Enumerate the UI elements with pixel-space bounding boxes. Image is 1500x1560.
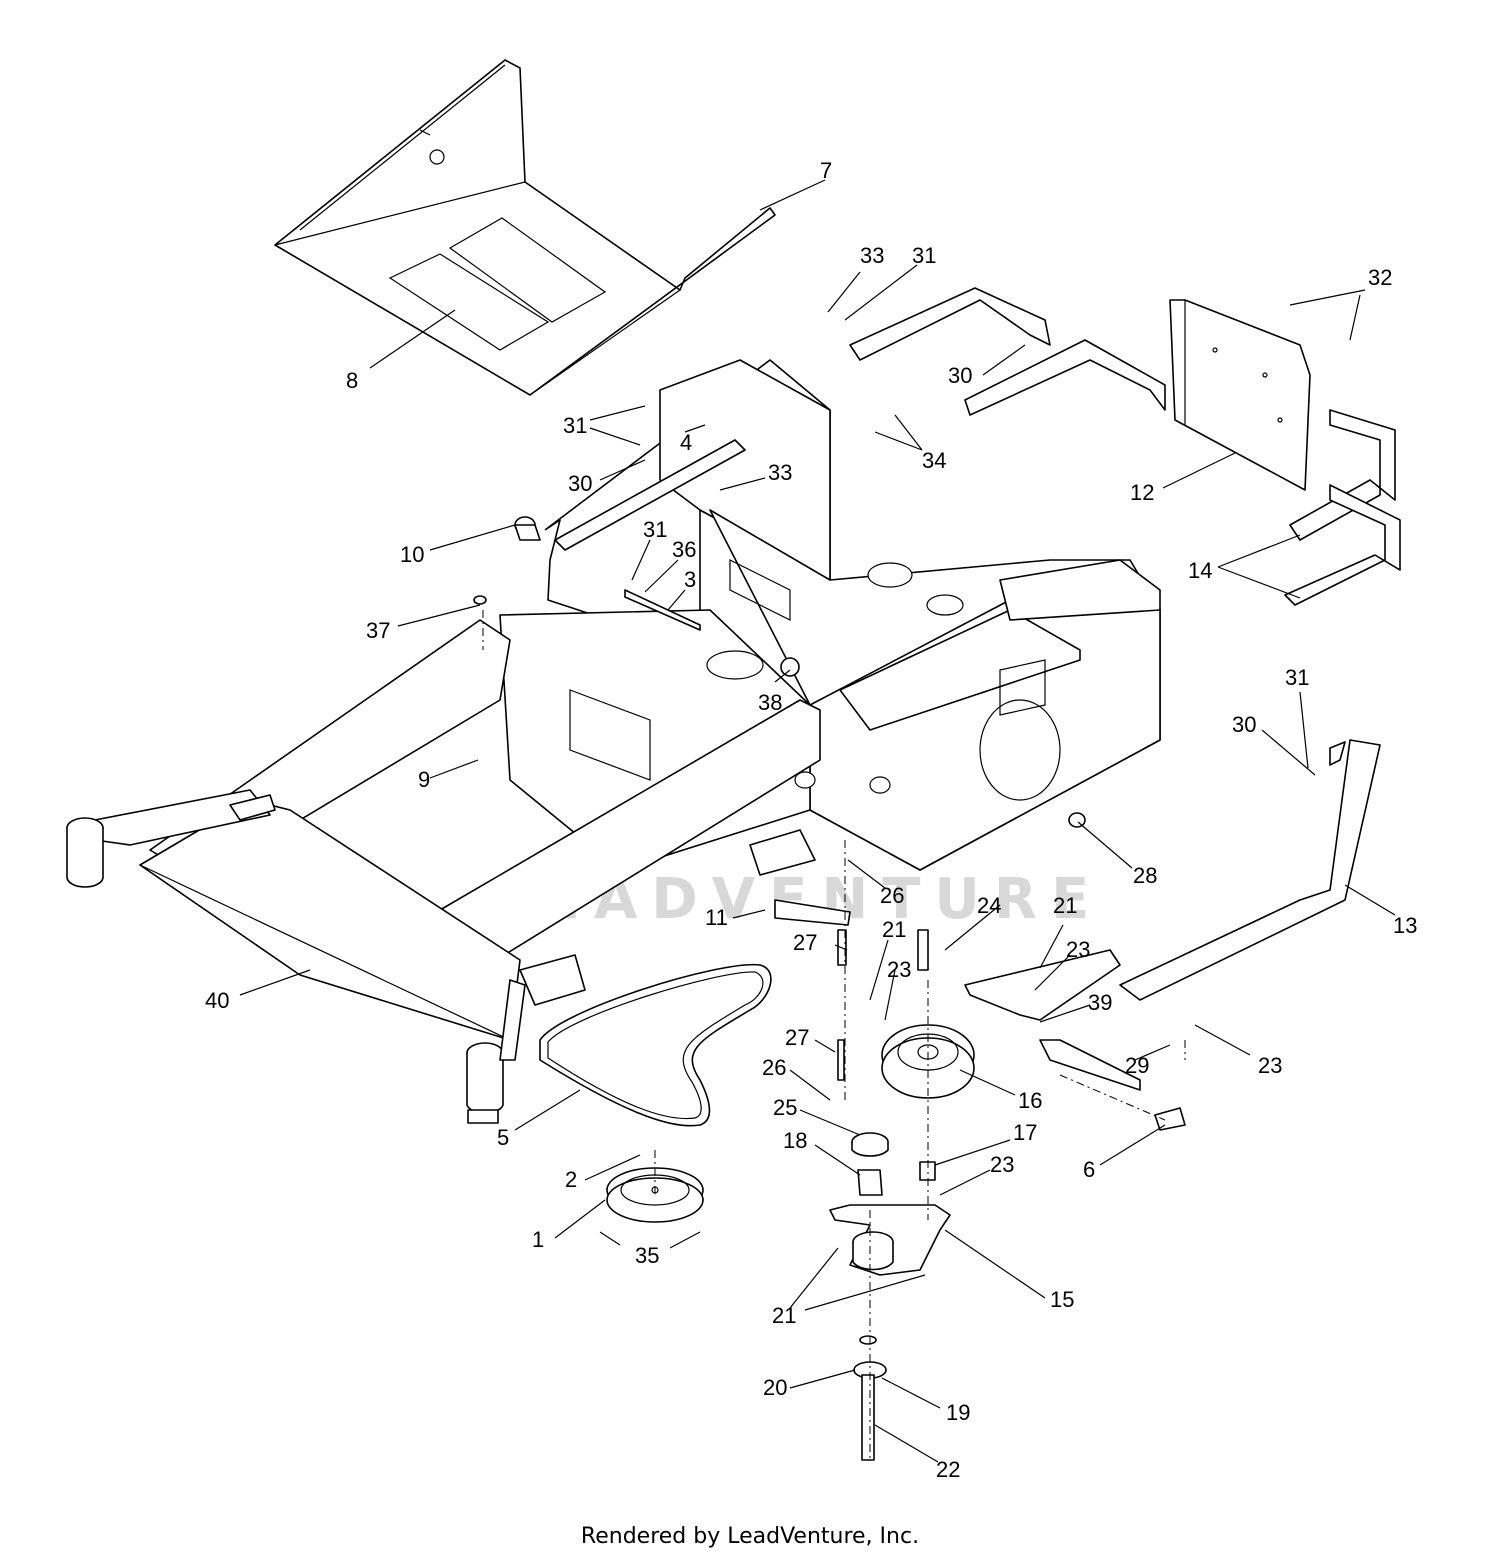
- callout-29: 29: [1125, 1053, 1149, 1078]
- callout-40: 40: [205, 988, 229, 1013]
- callout-32: 32: [1368, 265, 1392, 290]
- callout-26: 26: [880, 883, 904, 908]
- callout-21: 21: [882, 917, 906, 942]
- callout-labels: 7 8 33 31 32 30 31 4 30 33 34 12 14 10 3…: [205, 158, 1417, 1482]
- callout-31: 31: [643, 517, 667, 542]
- callout-24: 24: [977, 893, 1001, 918]
- callout-23: 23: [1258, 1053, 1282, 1078]
- callout-15: 15: [1050, 1287, 1074, 1312]
- hardware-items: [467, 516, 1186, 1461]
- callout-14: 14: [1188, 558, 1212, 583]
- callout-5: 5: [497, 1125, 509, 1150]
- callout-21: 21: [1053, 893, 1077, 918]
- callout-21: 21: [772, 1303, 796, 1328]
- rear-bumper: [1119, 739, 1381, 1001]
- callout-19: 19: [946, 1400, 970, 1425]
- callout-26: 26: [762, 1055, 786, 1080]
- callout-23: 23: [990, 1152, 1014, 1177]
- callout-6: 6: [1083, 1157, 1095, 1182]
- drive-belt: [539, 963, 772, 1127]
- axis-lines: [482, 610, 1186, 1460]
- main-chassis: [499, 359, 1161, 871]
- idler-arm: [829, 1204, 951, 1276]
- callout-38: 38: [758, 690, 782, 715]
- callout-37: 37: [366, 618, 390, 643]
- callout-31: 31: [912, 243, 936, 268]
- callout-7: 7: [820, 158, 832, 183]
- callout-18: 18: [783, 1128, 807, 1153]
- callout-28: 28: [1133, 863, 1157, 888]
- callout-9: 9: [418, 767, 430, 792]
- callout-11: 11: [705, 905, 728, 930]
- callout-27: 27: [785, 1025, 809, 1050]
- callout-1: 1: [532, 1227, 544, 1252]
- deck-rails: [66, 619, 821, 1114]
- callout-25: 25: [773, 1095, 797, 1120]
- callout-4: 4: [680, 430, 692, 455]
- callout-23: 23: [1066, 937, 1090, 962]
- callout-31: 31: [1285, 665, 1309, 690]
- callout-2: 2: [565, 1167, 577, 1192]
- callout-27: 27: [793, 930, 817, 955]
- callout-36: 36: [672, 537, 696, 562]
- leader-lines: [239, 179, 1396, 1463]
- callout-39: 39: [1088, 990, 1112, 1015]
- callout-31: 31: [563, 413, 587, 438]
- roll-bar-brackets: [849, 287, 1401, 606]
- callout-30: 30: [948, 363, 972, 388]
- callout-35: 35: [635, 1243, 659, 1268]
- callout-3: 3: [684, 567, 696, 592]
- pulley-engine: [606, 1167, 704, 1223]
- callout-30: 30: [568, 471, 592, 496]
- render-credit-caption: Rendered by LeadVenture, Inc.: [580, 1524, 920, 1549]
- rear-panel: [1169, 299, 1311, 491]
- callout-10: 10: [400, 542, 424, 567]
- callout-16: 16: [1018, 1088, 1042, 1113]
- floor-pan: [274, 59, 776, 396]
- callout-23: 23: [887, 957, 911, 982]
- callout-12: 12: [1130, 480, 1154, 505]
- callout-33: 33: [768, 460, 792, 485]
- callout-34: 34: [922, 448, 946, 473]
- callout-22: 22: [936, 1457, 960, 1482]
- callout-13: 13: [1393, 913, 1417, 938]
- callout-8: 8: [346, 368, 358, 393]
- callout-20: 20: [763, 1375, 787, 1400]
- callout-33: 33: [860, 243, 884, 268]
- callout-17: 17: [1013, 1120, 1037, 1145]
- callout-30: 30: [1232, 712, 1256, 737]
